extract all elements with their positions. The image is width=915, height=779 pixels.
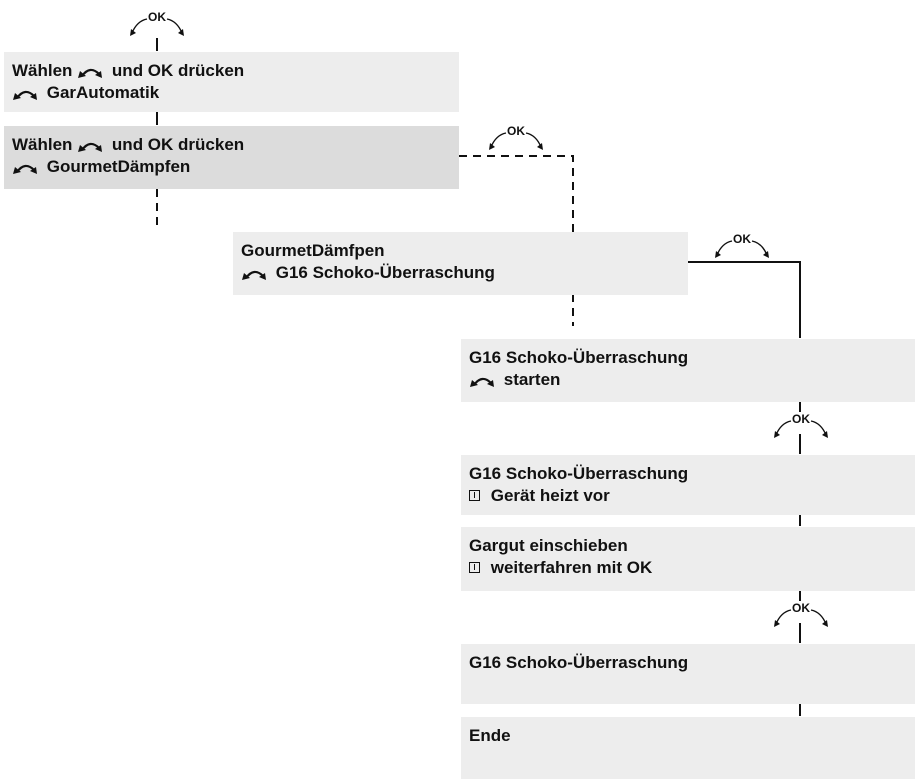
rotary-selector-icon [12, 87, 38, 101]
box-line: GourmetDämfpen [241, 241, 385, 260]
rotary-selector-icon [241, 267, 267, 281]
rotate-arrows-icon [774, 420, 828, 438]
box-line: Wählen [12, 135, 73, 154]
box-line: weiterfahren mit OK [490, 558, 653, 577]
info-icon [469, 562, 480, 574]
rotary-selector-icon [469, 374, 495, 388]
box-line: G16 Schoko-Überraschung [469, 653, 689, 672]
display-box-preheat: G16 Schoko-Überraschung Gerät heizt vor [461, 455, 915, 515]
box-line: Gerät heizt vor [490, 486, 610, 505]
display-box-garautomatik: Wählen und OK drücken GarAutomatik [4, 52, 459, 112]
ok-label: OK [792, 412, 810, 426]
box-line: Wählen [12, 61, 73, 80]
display-box-end: Ende [461, 717, 915, 779]
box-line: G16 Schoko-Überraschung [275, 263, 495, 282]
box-line: G16 Schoko-Überraschung [469, 464, 689, 483]
ok-indicator: OK [486, 124, 546, 152]
box-line: GourmetDämpfen [46, 157, 191, 176]
box-line: Gargut einschieben [469, 536, 628, 555]
ok-indicator: OK [771, 412, 831, 440]
display-box-start: G16 Schoko-Überraschung starten [461, 339, 915, 402]
box-line: und OK drücken [111, 61, 245, 80]
ok-label: OK [792, 601, 810, 615]
rotary-selector-icon [12, 161, 38, 175]
box-line: G16 Schoko-Überraschung [469, 348, 689, 367]
box-line: und OK drücken [111, 135, 245, 154]
ok-indicator: OK [712, 232, 772, 260]
info-icon [469, 490, 480, 502]
ok-indicator: OK [127, 10, 187, 38]
box-line: GarAutomatik [46, 83, 160, 102]
ok-label: OK [148, 10, 166, 24]
display-box-insert-food: Gargut einschieben weiterfahren mit OK [461, 527, 915, 591]
display-box-program-select: GourmetDämfpen G16 Schoko-Überraschung [233, 232, 688, 295]
rotate-arrows-icon [774, 609, 828, 627]
connector-solid [688, 261, 801, 338]
rotate-arrows-icon [489, 132, 543, 150]
display-box-gourmetdampfen: Wählen und OK drücken GourmetDämpfen [4, 126, 459, 189]
rotate-arrows-icon [130, 18, 184, 36]
rotary-selector-icon [77, 139, 103, 153]
ok-label: OK [733, 232, 751, 246]
rotary-selector-icon [77, 65, 103, 79]
ok-indicator: OK [771, 601, 831, 629]
ok-label: OK [507, 124, 525, 138]
box-line: Ende [469, 726, 511, 745]
display-box-running: G16 Schoko-Überraschung [461, 644, 915, 704]
box-line: starten [503, 370, 561, 389]
rotate-arrows-icon [715, 240, 769, 258]
